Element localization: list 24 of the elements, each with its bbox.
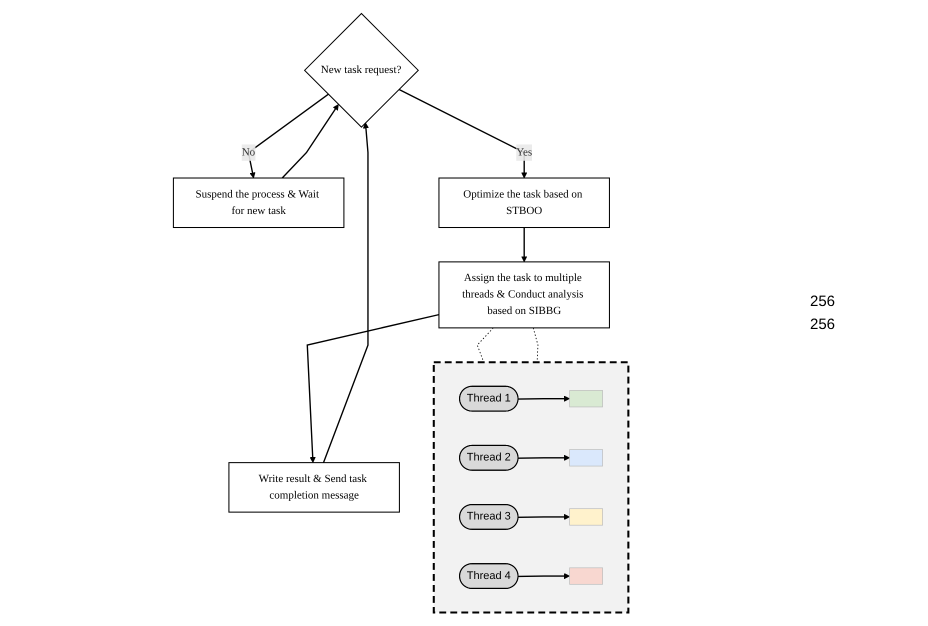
- arrow: [518, 454, 570, 461]
- arrow: [398, 88, 528, 178]
- arrow: [518, 573, 570, 580]
- arrow: [521, 228, 528, 262]
- arrow: [306, 314, 440, 463]
- dimension-label: 256: [810, 316, 836, 333]
- node-bar: [569, 567, 604, 585]
- cluster: [432, 361, 630, 614]
- dimension-label: 256: [810, 293, 836, 310]
- arrow: [518, 514, 570, 520]
- node-bar: [569, 508, 604, 526]
- node-box: Suspend the process & Wait for new task: [173, 178, 345, 228]
- arrow: [322, 122, 370, 463]
- node-box: Write result & Send task completion message: [228, 462, 400, 513]
- node-diamond: New task request?: [304, 12, 420, 128]
- node-bar: [569, 390, 604, 408]
- edge-label: Yes: [516, 146, 532, 158]
- node-box: Optimize the task based on STBOO: [438, 178, 610, 228]
- arrow: [518, 396, 570, 402]
- node-bar: [569, 449, 604, 466]
- arrow: [248, 94, 329, 178]
- node-box: Assign the task to multiple threads & Conduct analysis based on SIBBG: [438, 261, 610, 328]
- edge-label: No: [242, 146, 256, 158]
- arrow: [282, 104, 339, 178]
